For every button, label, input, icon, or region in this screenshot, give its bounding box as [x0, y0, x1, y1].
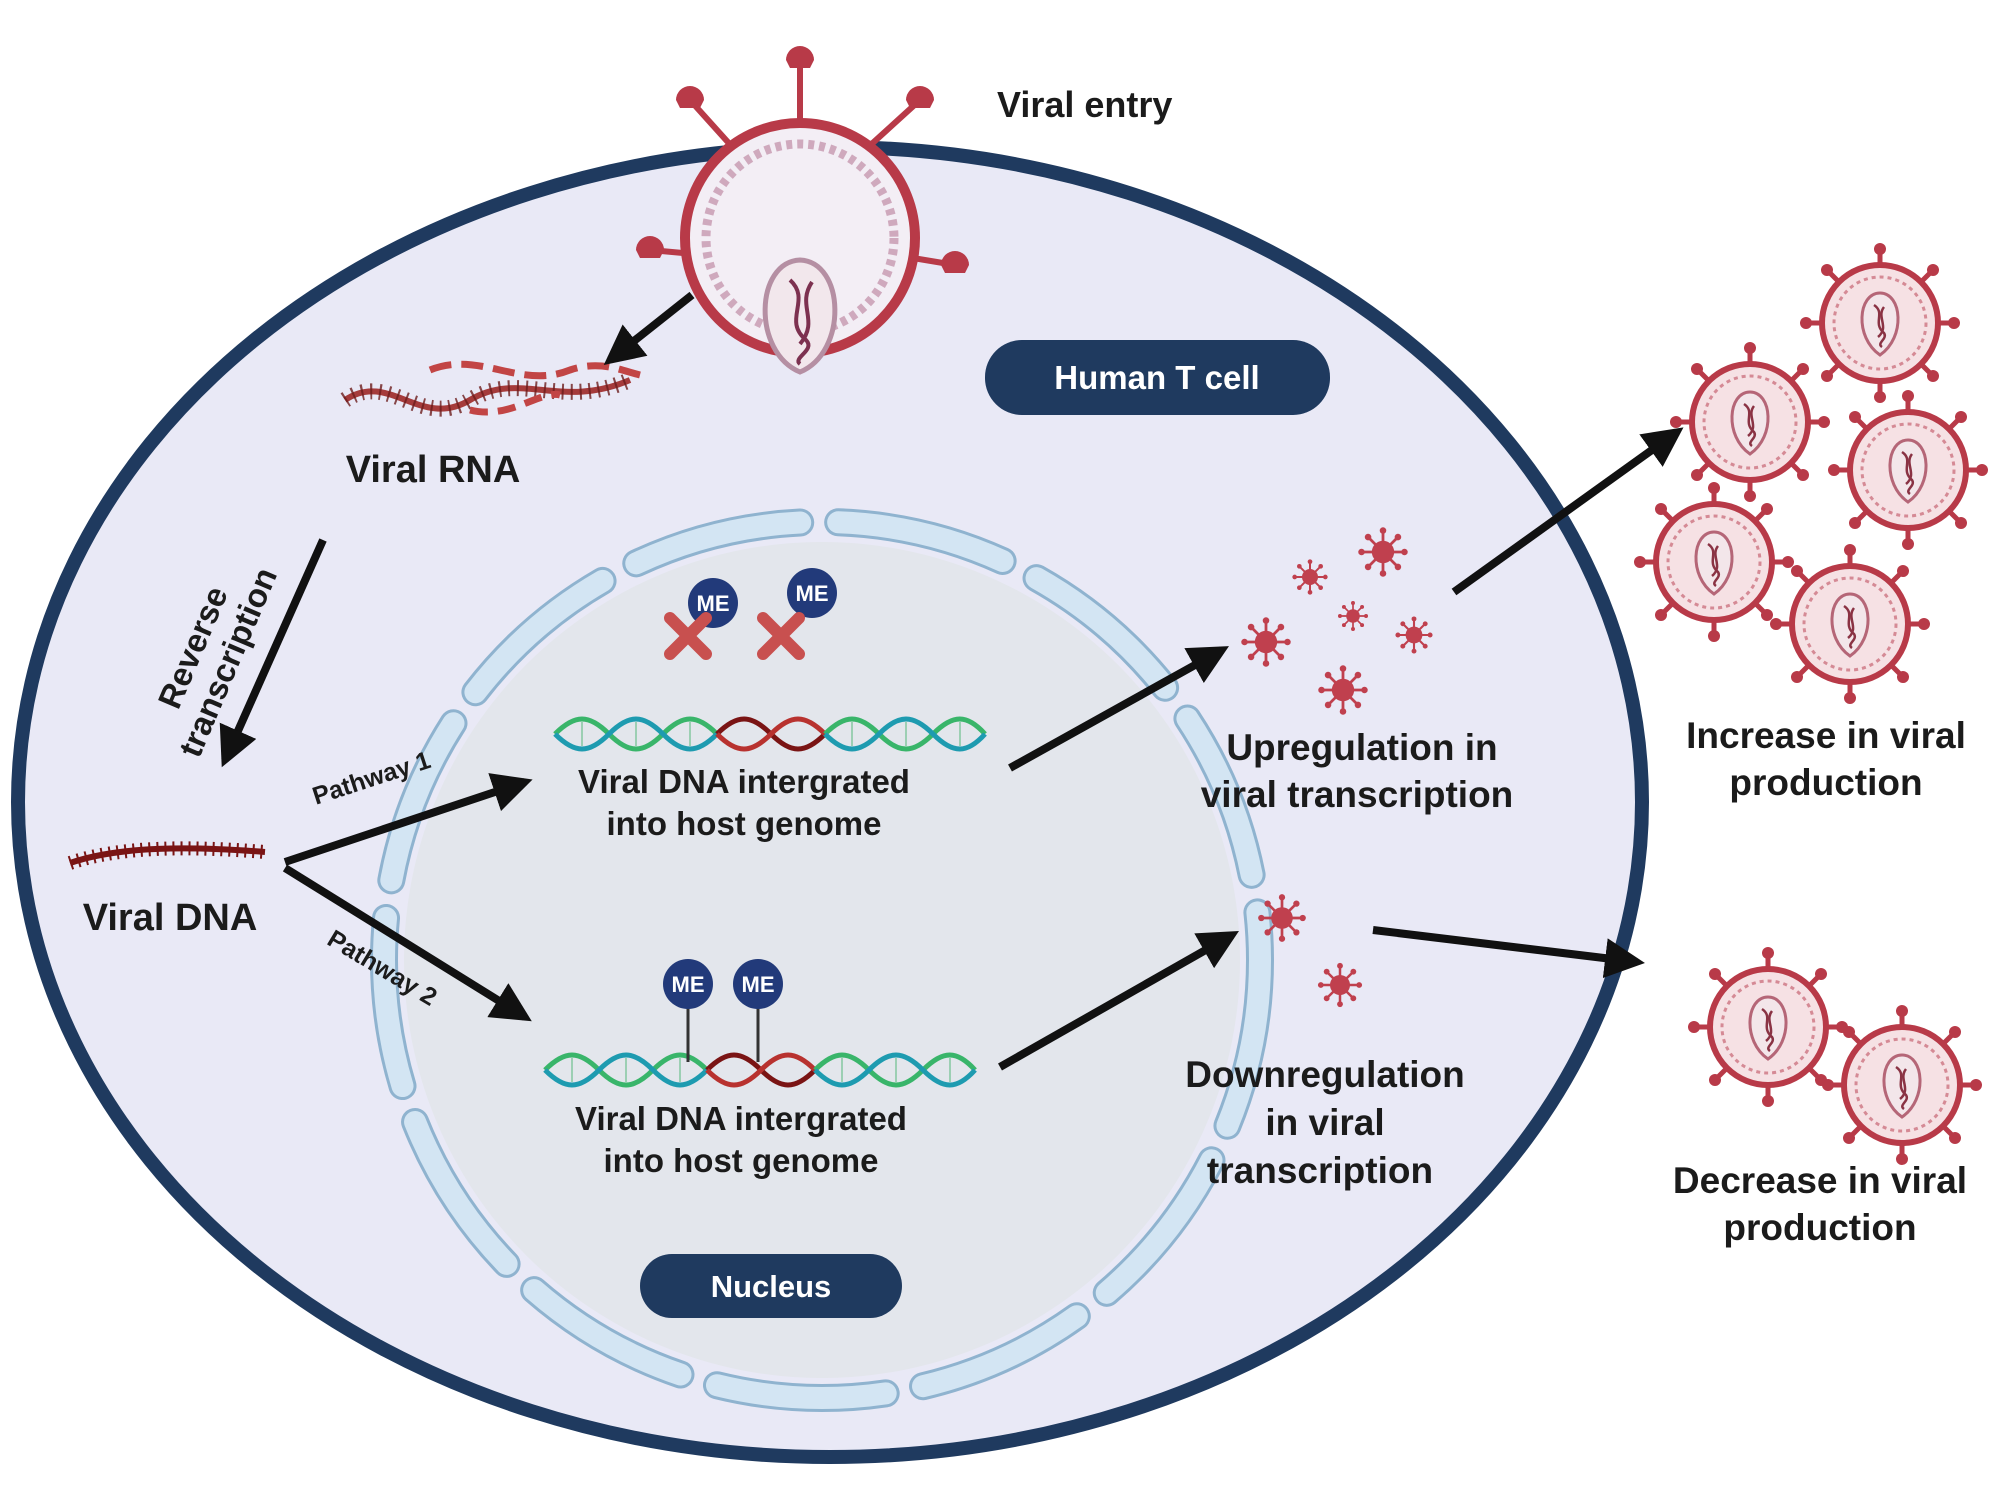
upregulation-label-2: viral transcription — [1201, 774, 1514, 815]
released-virions-decrease — [1688, 947, 1982, 1165]
virus-icon — [1634, 482, 1794, 642]
integrated-genome-label-2a: Viral DNA intergrated — [575, 1100, 907, 1137]
virus-icon — [1822, 1005, 1982, 1165]
arrow-reverse-transcription — [219, 538, 327, 768]
downregulation-label-1: Downregulation — [1185, 1054, 1465, 1095]
methyl-group-icon-1: ME — [688, 578, 738, 628]
nucleus — [370, 508, 1274, 1412]
downregulation-label-2: in viral — [1265, 1102, 1384, 1143]
cross-icon-2 — [757, 612, 805, 660]
integrated-genome-label-1b: into host genome — [607, 805, 882, 842]
me-label: ME — [742, 972, 775, 997]
virus-icon — [1670, 342, 1830, 502]
virus-icon — [1828, 390, 1988, 550]
arrow-pathway-2 — [282, 864, 532, 1022]
increase-label-2: production — [1729, 762, 1922, 803]
me-label: ME — [697, 591, 730, 616]
viral-entry-label: Viral entry — [997, 84, 1172, 125]
arrow-pathway-1 — [283, 773, 533, 866]
decrease-label-2: production — [1723, 1207, 1916, 1248]
methyl-group-icon-2: ME — [787, 568, 837, 618]
me-label: ME — [796, 581, 829, 606]
decrease-label-1: Decrease in viral — [1673, 1160, 1967, 1201]
virus-icon — [1770, 544, 1930, 704]
arrow-entry-to-rna — [603, 291, 695, 365]
viral-dna-label: Viral DNA — [83, 897, 258, 939]
methyl-group-icon-3: ME — [663, 959, 713, 1062]
upregulation-label-1: Upregulation in — [1226, 727, 1497, 768]
downregulation-label-3: transcription — [1207, 1150, 1433, 1191]
arrow-to-increase — [1451, 427, 1684, 596]
human-t-cell-label: Human T cell — [985, 340, 1330, 415]
increase-label-1: Increase in viral — [1686, 715, 1966, 756]
viral-rna-icon — [340, 360, 641, 417]
integrated-genome-label-2b: into host genome — [604, 1142, 879, 1179]
arrow-to-decrease — [1372, 926, 1645, 979]
svg-text:Human T cell: Human T cell — [1054, 359, 1259, 396]
released-virions-increase — [1634, 243, 1988, 704]
arrow-to-upregulation — [1008, 646, 1229, 772]
entering-virus-icon — [636, 46, 969, 375]
arrow-to-downregulation — [998, 931, 1239, 1071]
svg-text:Nucleus: Nucleus — [711, 1269, 832, 1304]
virus-icon — [1800, 243, 1960, 403]
methyl-group-icon-4: ME — [733, 959, 783, 1062]
cross-icon-1 — [664, 612, 712, 660]
me-label: ME — [672, 972, 705, 997]
viral-dna-icon — [67, 841, 266, 870]
viral-rna-label: Viral RNA — [346, 449, 521, 491]
nucleus-label: Nucleus — [640, 1254, 902, 1318]
integrated-genome-label-1a: Viral DNA intergrated — [578, 763, 910, 800]
